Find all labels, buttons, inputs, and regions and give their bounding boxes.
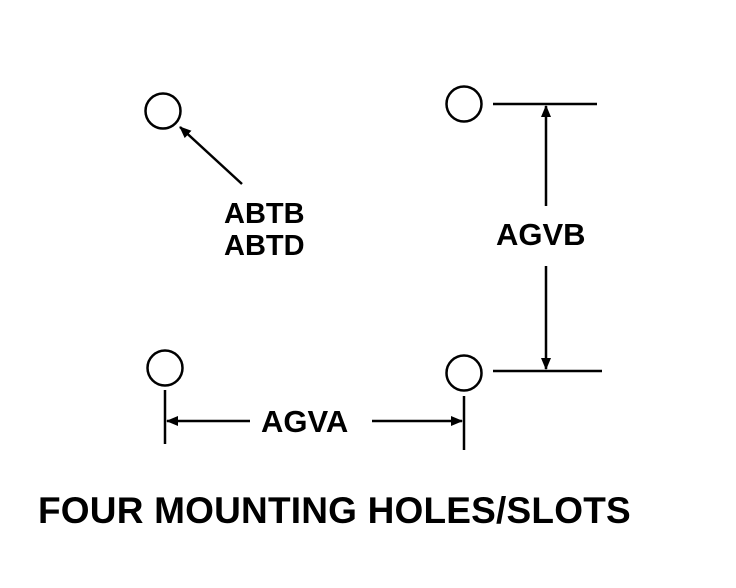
horizontal-dimension-label: AGVA xyxy=(261,404,349,439)
vertical-dimension-label: AGVB xyxy=(496,217,586,252)
hole-bottom-right xyxy=(445,354,483,392)
hole-top-right xyxy=(445,85,483,123)
diagram-caption: FOUR MOUNTING HOLES/SLOTS xyxy=(38,490,631,531)
callout-label: ABTB ABTD xyxy=(224,198,305,262)
hole-top-left xyxy=(144,92,182,130)
hole-bottom-left xyxy=(146,349,184,387)
callout-label-line-1: ABTB xyxy=(224,198,305,230)
callout-leader-arrow xyxy=(179,126,243,185)
callout-label-line-2: ABTD xyxy=(224,230,305,262)
